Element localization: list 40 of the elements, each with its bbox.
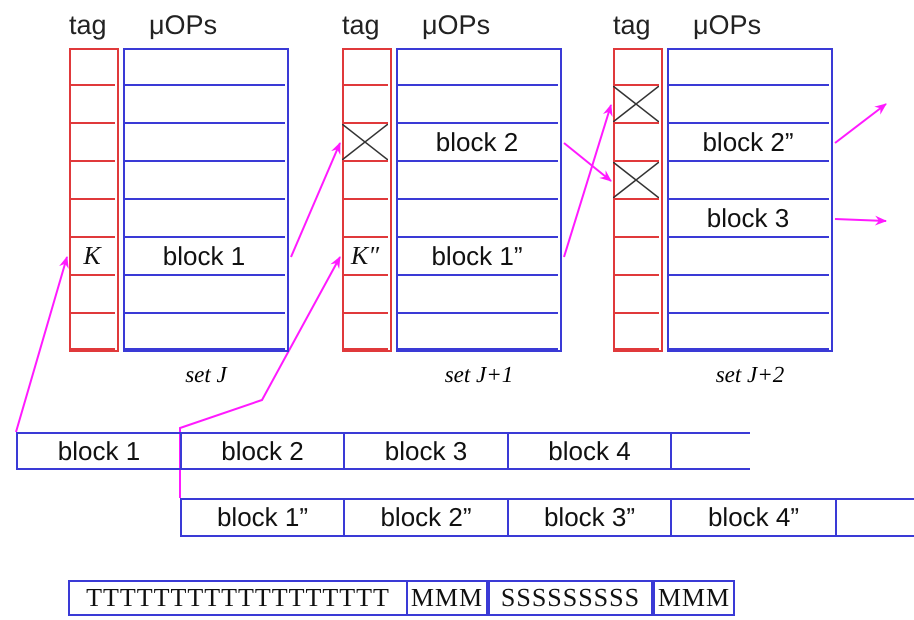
uop-cell: block 2” <box>667 124 829 162</box>
uop-cell: block 2 <box>396 124 558 162</box>
set-caption: set J+1 <box>444 362 514 388</box>
arrow <box>834 103 887 144</box>
column-header: μOPs <box>422 12 490 39</box>
column-header: μOPs <box>693 12 762 39</box>
crossed-tag-cell <box>613 86 659 124</box>
trace-block-cell: block 2” <box>343 498 507 537</box>
trace-block-cell: block 4 <box>507 432 670 470</box>
column-header: tag <box>69 12 107 39</box>
arrow <box>563 104 613 258</box>
tag-cell: K <box>69 238 115 276</box>
trace-block-cell: block 1 <box>16 432 180 470</box>
uop-type-cell: TTTTTTTTTTTTTTTTTT <box>68 580 408 616</box>
trace-block-cell <box>835 498 914 537</box>
crossed-tag-cell <box>342 124 388 162</box>
crossed-tag-cell <box>613 162 659 200</box>
uop-cell: block 1” <box>396 238 558 276</box>
trace-block-cell: block 1” <box>180 498 343 537</box>
trace-block-cell: block 3 <box>343 432 507 470</box>
tag-cell: K″ <box>342 238 388 276</box>
uop-type-cell: MMM <box>406 580 488 616</box>
uop-cell: block 1 <box>123 238 285 276</box>
arrow <box>834 216 887 226</box>
arrow <box>290 142 341 258</box>
trace-block-cell: block 3” <box>507 498 670 537</box>
uop-cell: block 3 <box>667 200 829 238</box>
set-caption: set J+2 <box>714 362 786 388</box>
trace-block-cell <box>670 432 750 470</box>
uop-type-cell: MMM <box>653 580 735 616</box>
column-header: μOPs <box>149 12 218 39</box>
trace-block-cell: block 4” <box>670 498 835 537</box>
column-header: tag <box>613 12 651 39</box>
arrow <box>179 256 341 498</box>
column-header: tag <box>342 12 380 39</box>
set-caption: set J <box>184 362 228 388</box>
trace-block-cell: block 2 <box>180 432 343 470</box>
arrow <box>563 142 612 182</box>
arrow <box>15 256 69 432</box>
uop-type-cell: SSSSSSSSS <box>488 580 653 616</box>
